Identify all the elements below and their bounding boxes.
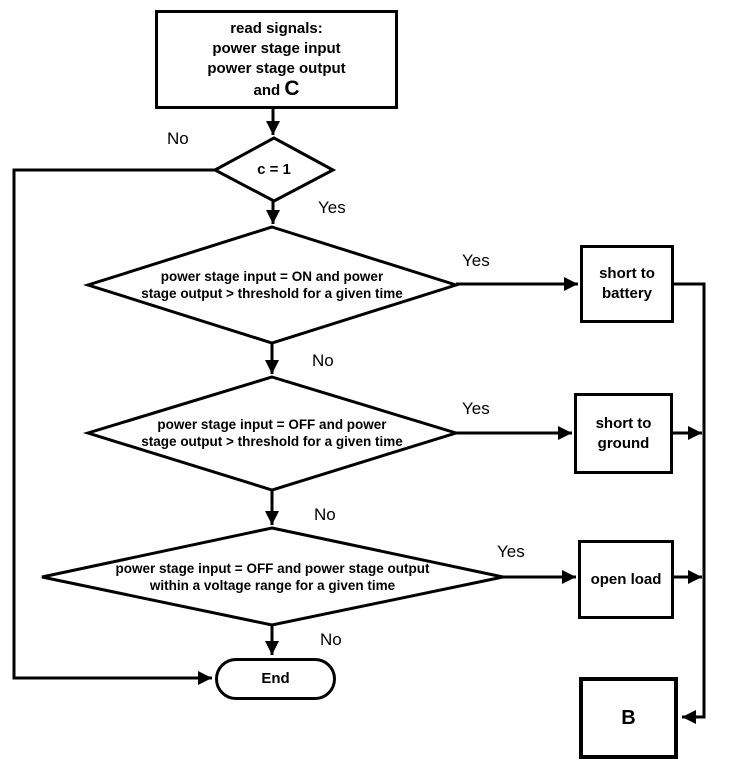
edge-label-short-ground-yes: Yes (462, 399, 490, 418)
read-signals-line3: power stage output (207, 59, 346, 77)
arrow-collector-to-b (673, 282, 706, 724)
read-signals-line2: power stage input (212, 39, 341, 57)
short-ground-check-line2: stage output > threshold for a given tim… (141, 434, 403, 449)
arrow-no-loop-to-end (12, 168, 215, 685)
read-signals-line1: read signals: (230, 19, 323, 37)
short-to-ground-label: short to ground (595, 414, 652, 452)
decision-short-battery-check (83, 225, 461, 345)
read-signals-line4: and C (253, 76, 300, 100)
edge-label-c-check-no: No (167, 129, 189, 148)
end-label: End (261, 670, 290, 687)
edge-label-short-ground-no: No (314, 505, 336, 524)
b-label: B (621, 707, 636, 729)
node-end: End (215, 658, 336, 700)
short-battery-check-line1: power stage input = ON and power (160, 269, 384, 284)
edge-label-short-battery-yes: Yes (462, 251, 490, 270)
node-short-to-battery: short to battery (580, 245, 674, 323)
node-short-to-ground: short to ground (574, 393, 673, 474)
node-read-signals: read signals: power stage input power st… (155, 10, 398, 109)
edge-label-c-check-yes: Yes (318, 198, 346, 217)
open-load-label: open load (590, 570, 662, 588)
open-load-check-label: power stage input = OFF and power stage … (42, 560, 503, 594)
short-to-battery-label: short to battery (599, 265, 655, 302)
short-battery-check-line2: stage output > threshold for a given tim… (141, 286, 403, 301)
edge-label-short-battery-no: No (312, 351, 334, 370)
c-check-label: c = 1 (257, 161, 291, 178)
short-battery-check-label: power stage input = ON and power stage o… (88, 268, 456, 302)
open-load-check-line1: power stage input = OFF and power stage … (115, 561, 430, 576)
decision-short-ground-check (82, 375, 462, 492)
decision-open-load-check (41, 526, 504, 627)
edge-label-open-load-no: No (320, 630, 342, 649)
decision-c-check (211, 136, 337, 203)
open-load-check-line2: within a voltage range for a given time (149, 578, 396, 593)
short-ground-check-line1: power stage input = OFF and power (157, 417, 387, 432)
node-open-load: open load (578, 540, 674, 619)
signal-c-symbol: C (284, 76, 300, 100)
edge-label-open-load-yes: Yes (497, 542, 525, 561)
short-ground-check-label: power stage input = OFF and power stage … (88, 416, 456, 450)
node-b: B (579, 677, 678, 759)
